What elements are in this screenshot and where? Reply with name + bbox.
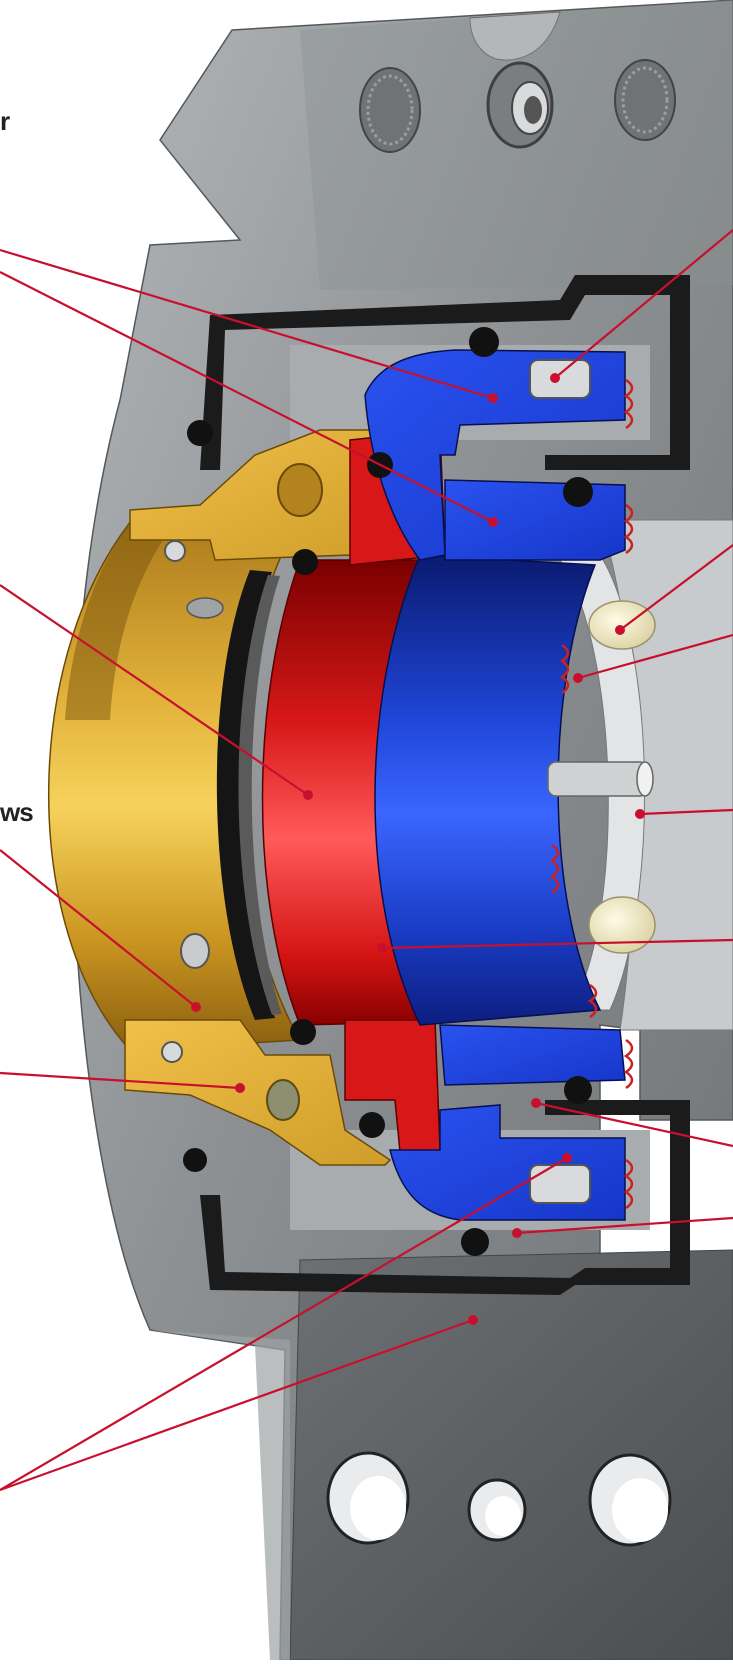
bottom-holes	[326, 1451, 672, 1547]
callout-label-fragment-top: r	[0, 106, 11, 136]
callout-dot-icon	[191, 373, 645, 1325]
callout-label-fragment-middle: ws	[0, 797, 34, 827]
drive-pins	[547, 600, 656, 954]
spring-icon	[549, 378, 634, 1210]
screw-icon	[161, 540, 224, 1063]
threaded-holes-top	[359, 59, 676, 153]
leader-lines	[0, 229, 733, 1492]
sleeve-o-rings	[216, 570, 275, 1020]
